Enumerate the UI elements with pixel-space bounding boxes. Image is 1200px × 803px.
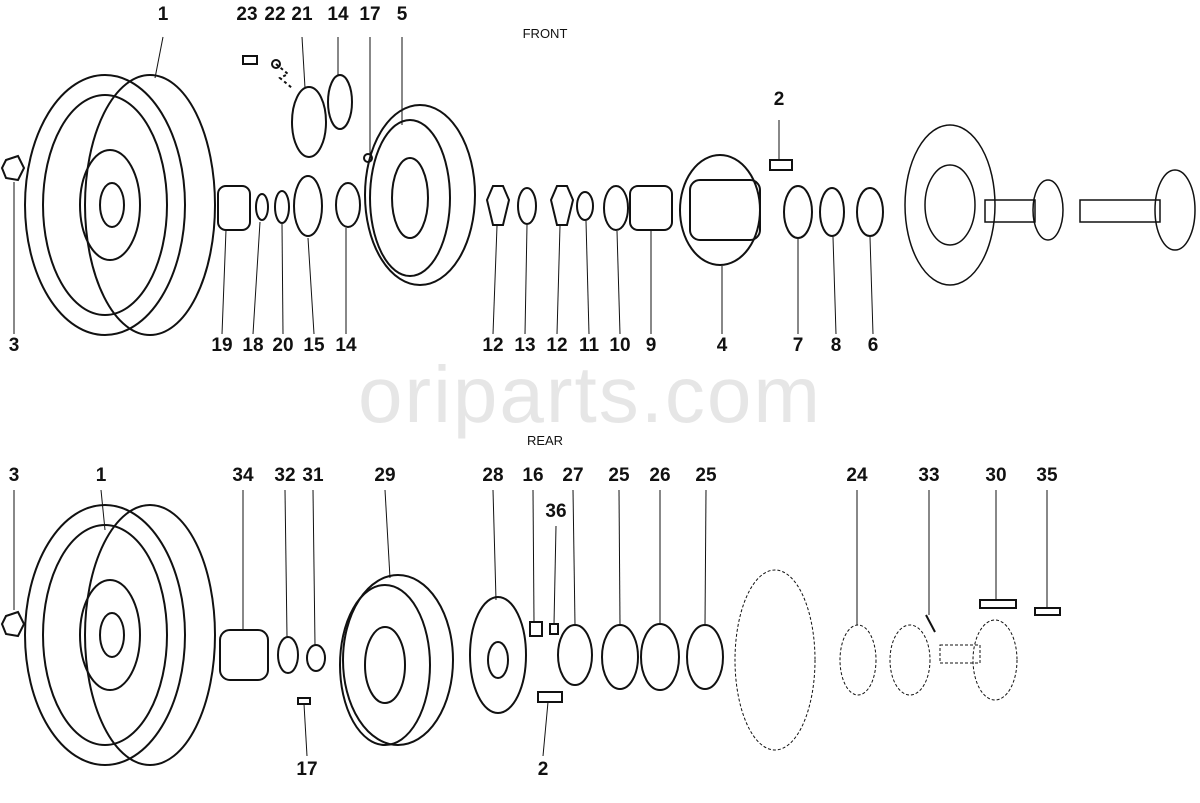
part-label: 21	[291, 4, 313, 25]
part-label: 23	[236, 4, 258, 25]
part-label: 8	[830, 335, 842, 356]
part-label: 36	[545, 501, 567, 522]
part-label: 27	[562, 465, 584, 486]
rear-small-parts	[925, 599, 1061, 633]
part-label: 2	[537, 759, 549, 780]
part-label: 35	[1036, 465, 1058, 486]
rear-backing-plate-axle	[734, 569, 1018, 751]
part-label: 33	[918, 465, 940, 486]
front-nut-3	[0, 154, 26, 182]
part-label: 5	[396, 4, 408, 25]
part-label: 7	[792, 335, 804, 356]
part-label: 16	[522, 465, 544, 486]
part-label: 31	[302, 465, 324, 486]
part-label: 17	[359, 4, 381, 25]
part-label: 14	[327, 4, 349, 25]
rear-leader-lines	[13, 489, 1048, 757]
part-label: 20	[272, 335, 294, 356]
part-label: 34	[232, 465, 254, 486]
part-label: 19	[211, 335, 233, 356]
part-label: 24	[846, 465, 868, 486]
part-label: 1	[95, 465, 107, 486]
part-label: 9	[645, 335, 657, 356]
front-wheel	[24, 74, 216, 336]
part-label: 25	[695, 465, 717, 486]
part-label: 6	[867, 335, 879, 356]
part-label: 17	[296, 759, 318, 780]
front-brake-drum	[364, 104, 476, 286]
rear-nut-3	[0, 610, 26, 638]
front-hub-cap-parts	[217, 55, 373, 237]
rear-hub-parts	[219, 629, 326, 705]
watermark: oriparts.com	[357, 350, 823, 439]
front-backing-plate-spindle	[904, 124, 1196, 286]
part-label: 3	[8, 465, 20, 486]
rear-section-title: REAR	[526, 433, 564, 448]
part-label: 4	[716, 335, 728, 356]
part-label: 26	[649, 465, 671, 486]
rear-wheel	[24, 504, 216, 766]
rear-hub-stack	[469, 596, 724, 714]
part-label: 25	[608, 465, 630, 486]
rear-brake-drum	[339, 574, 454, 746]
part-label: 15	[303, 335, 325, 356]
part-label: 32	[274, 465, 296, 486]
part-label: 10	[609, 335, 631, 356]
part-label: 22	[264, 4, 286, 25]
part-label: 30	[985, 465, 1007, 486]
part-label: 18	[242, 335, 264, 356]
front-bearing-stack	[485, 185, 673, 231]
part-label: 11	[578, 335, 600, 356]
part-label: 2	[773, 89, 785, 110]
front-leader-lines	[13, 36, 874, 335]
part-label: 12	[546, 335, 568, 356]
part-label: 12	[482, 335, 504, 356]
part-label: 29	[374, 465, 396, 486]
part-label: 28	[482, 465, 504, 486]
front-hub	[679, 154, 884, 266]
part-label: 13	[514, 335, 536, 356]
part-label: 14	[335, 335, 357, 356]
part-label: 3	[8, 335, 20, 356]
front-section-title: FRONT	[522, 26, 568, 41]
part-label: 1	[157, 4, 169, 25]
